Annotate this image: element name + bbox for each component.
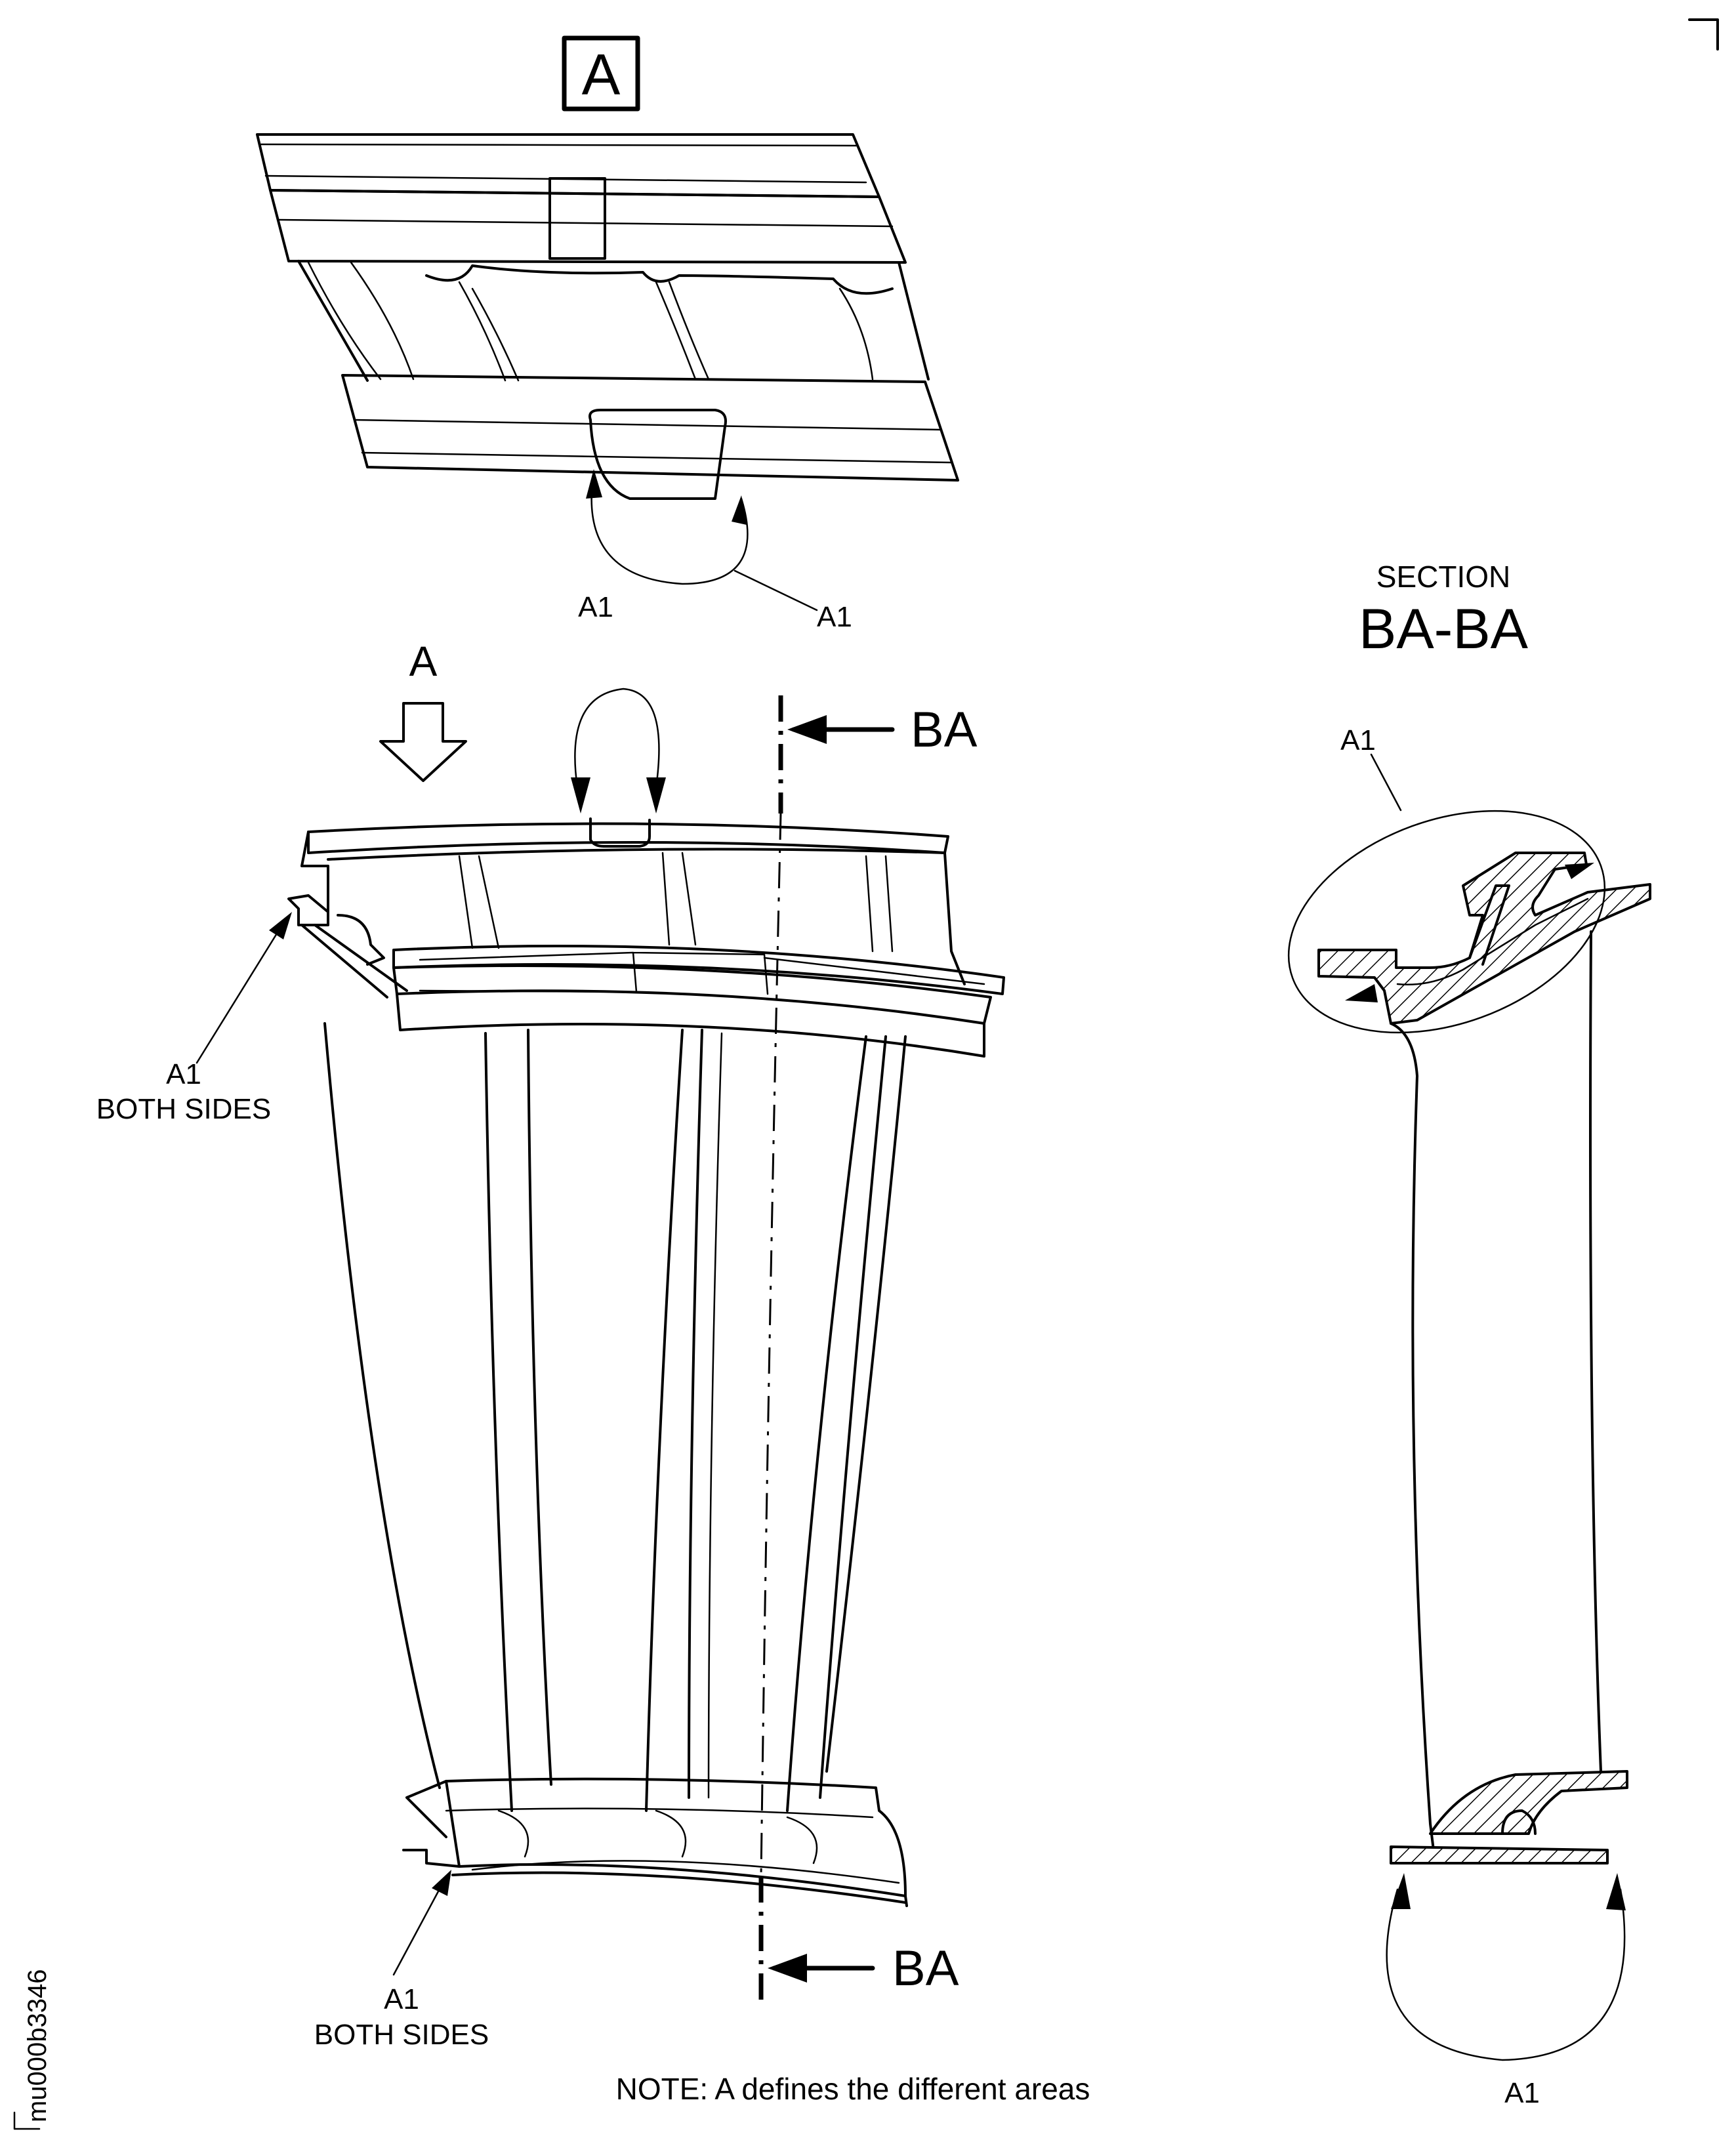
- view-a-drawing: A A1: [256, 35, 959, 633]
- area-a1-label: A1: [578, 591, 613, 623]
- section-name: BA-BA: [1359, 598, 1529, 661]
- section-heading: SECTION: [1376, 560, 1510, 594]
- figure-id: mu000b3346: [23, 1969, 52, 2122]
- section-cut-label-top: BA: [911, 702, 978, 758]
- corner-mark: [1688, 18, 1719, 51]
- area-a1-label: A1: [384, 1983, 419, 2015]
- area-a1-ellipse: [1287, 810, 1606, 1034]
- view-a-arrow: [379, 702, 467, 782]
- figure-id-bracket: [13, 2111, 41, 2130]
- area-a1-label: A1: [1504, 2077, 1540, 2109]
- view-a-arrow-label: A: [409, 638, 438, 685]
- main-vane-drawing: A A1: [96, 591, 1005, 2051]
- section-ba-drawing: SECTION BA-BA A1 A1: [1287, 560, 1651, 2109]
- section-cut-label-bottom: BA: [892, 1941, 959, 1996]
- both-sides-label: BOTH SIDES: [96, 1093, 272, 1125]
- area-a1-label: A1: [166, 1058, 201, 1090]
- view-a-label: A: [582, 42, 621, 107]
- area-a1-label: A1: [817, 601, 852, 633]
- both-sides-label: BOTH SIDES: [314, 2019, 489, 2051]
- view-a-label-box: [562, 35, 640, 112]
- note-text: NOTE: A defines the different areas: [616, 2072, 1090, 2106]
- area-a1-label: A1: [1340, 724, 1376, 756]
